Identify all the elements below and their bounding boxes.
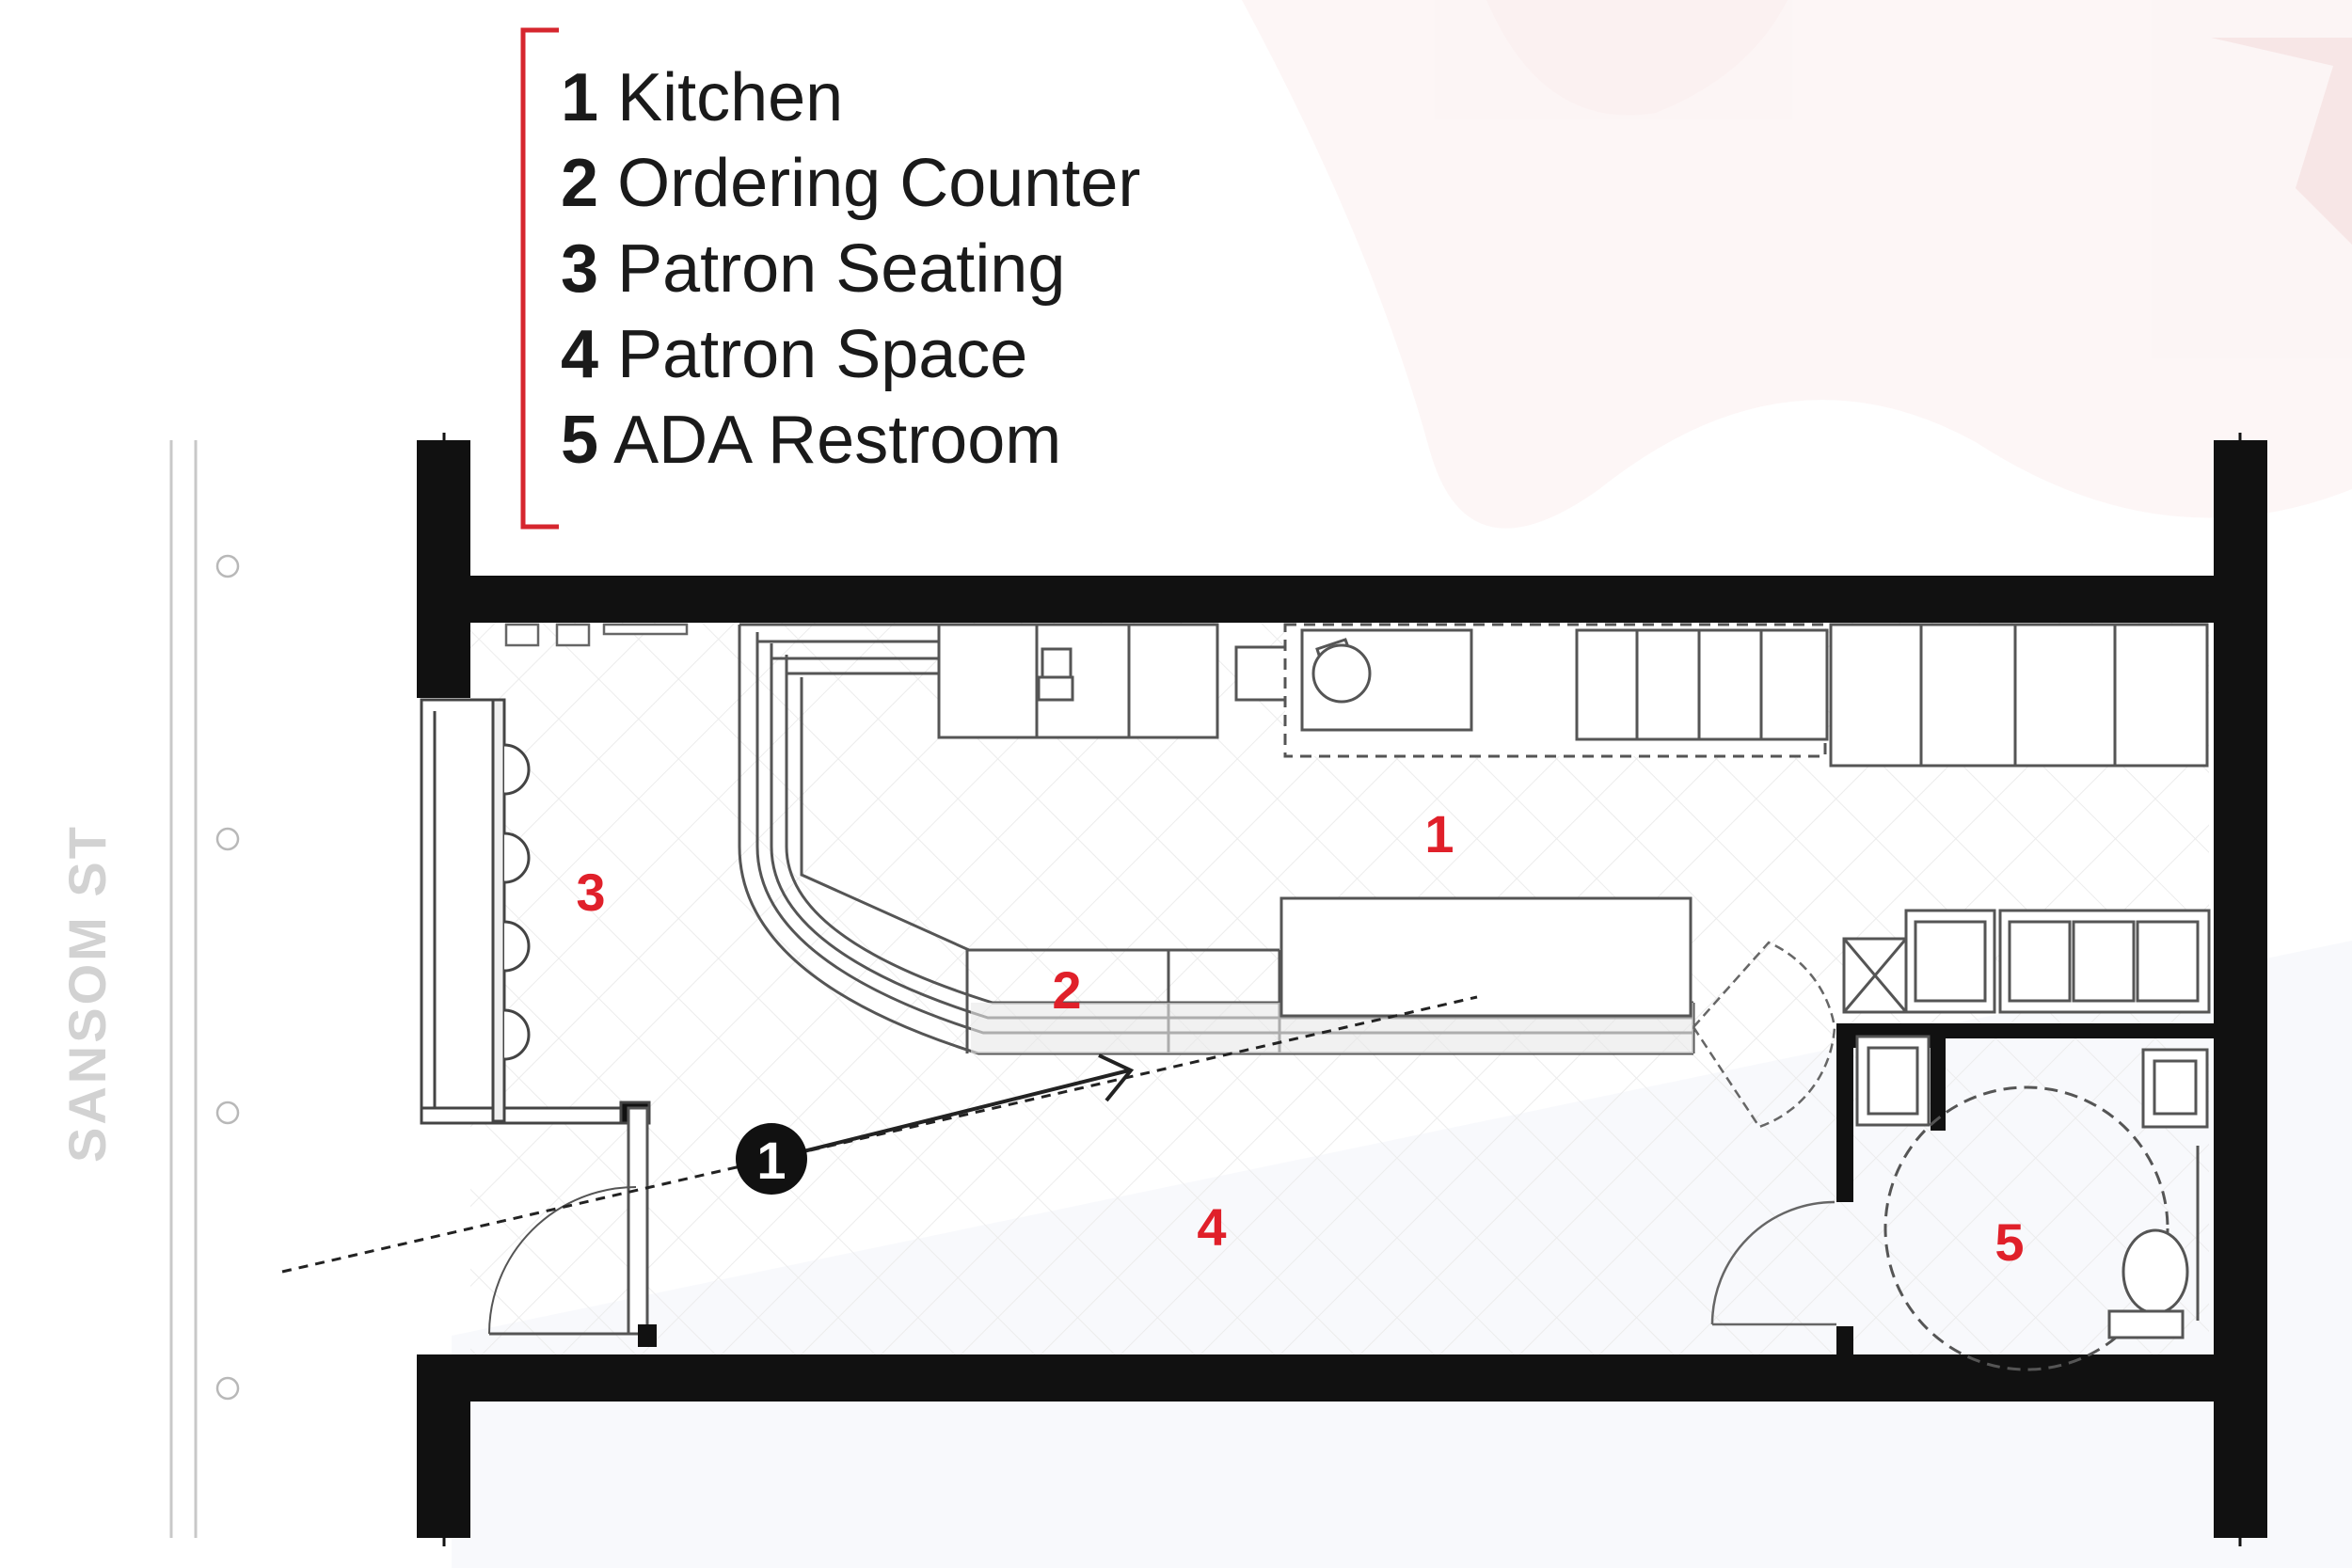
legend-text: Patron Space (617, 317, 1028, 392)
restroom-stub (1931, 1035, 1946, 1131)
room-label-kitchen: 1 (1424, 804, 1454, 863)
street (169, 440, 240, 1538)
wall-fixtures (504, 623, 689, 647)
view-marker (736, 1123, 807, 1195)
kitchen-island (1279, 896, 1692, 1018)
entry-door (488, 1106, 657, 1347)
legend-item-ordering-counter: 2 Ordering Counter (561, 150, 1140, 217)
view-marker-label: 1 (756, 1131, 786, 1190)
wall-left-lower (417, 1354, 470, 1538)
room-label-ordering-counter: 2 (1052, 960, 1081, 1020)
legend-item-patron-space: 4 Patron Space (561, 321, 1027, 388)
restroom-wall-left-upper (1836, 1023, 1853, 1202)
street-marker (215, 1376, 240, 1401)
patron-bench (420, 698, 651, 1125)
wall-left-upper (417, 440, 470, 698)
street-label: SANSOM ST (57, 824, 117, 1163)
wall-top (417, 576, 2217, 623)
ordering-counter (738, 623, 1695, 1055)
sightline (281, 995, 1478, 1274)
restroom-wall-left-lower (1836, 1326, 1853, 1354)
legend-number: 4 (561, 317, 599, 392)
street-marker (215, 554, 240, 578)
legend-bracket (520, 27, 559, 530)
legend-text: Ordering Counter (617, 146, 1141, 221)
kitchen-sinks (1842, 909, 2211, 1127)
wall-right (2214, 440, 2267, 1538)
room-label-patron-seating: 3 (576, 863, 605, 922)
stools (503, 743, 531, 1061)
street-marker (215, 1101, 240, 1125)
legend-item-patron-seating: 3 Patron Seating (561, 235, 1065, 303)
legend-number: 1 (561, 60, 599, 135)
legend-number: 2 (561, 146, 599, 221)
wall-bottom (417, 1354, 2217, 1402)
walls (417, 440, 2267, 1538)
legend-item-ada-restroom: 5 ADA Restroom (561, 406, 1061, 474)
room-label-patron-space: 4 (1197, 1197, 1226, 1257)
restroom-fixtures (1883, 1048, 2209, 1371)
legend-text: ADA Restroom (613, 403, 1062, 478)
room-label-ada-restroom: 5 (1994, 1212, 2024, 1272)
legend-item-kitchen: 1 Kitchen (561, 64, 843, 132)
legend-text: Patron Seating (617, 231, 1066, 307)
street-marker (215, 827, 240, 851)
wall-ticks (442, 433, 2242, 1546)
legend-text: Kitchen (617, 60, 844, 135)
legend-number: 5 (561, 403, 599, 478)
door-swings (1692, 941, 1836, 1326)
legend-number: 3 (561, 231, 599, 307)
kitchen-equipment (937, 623, 2209, 768)
